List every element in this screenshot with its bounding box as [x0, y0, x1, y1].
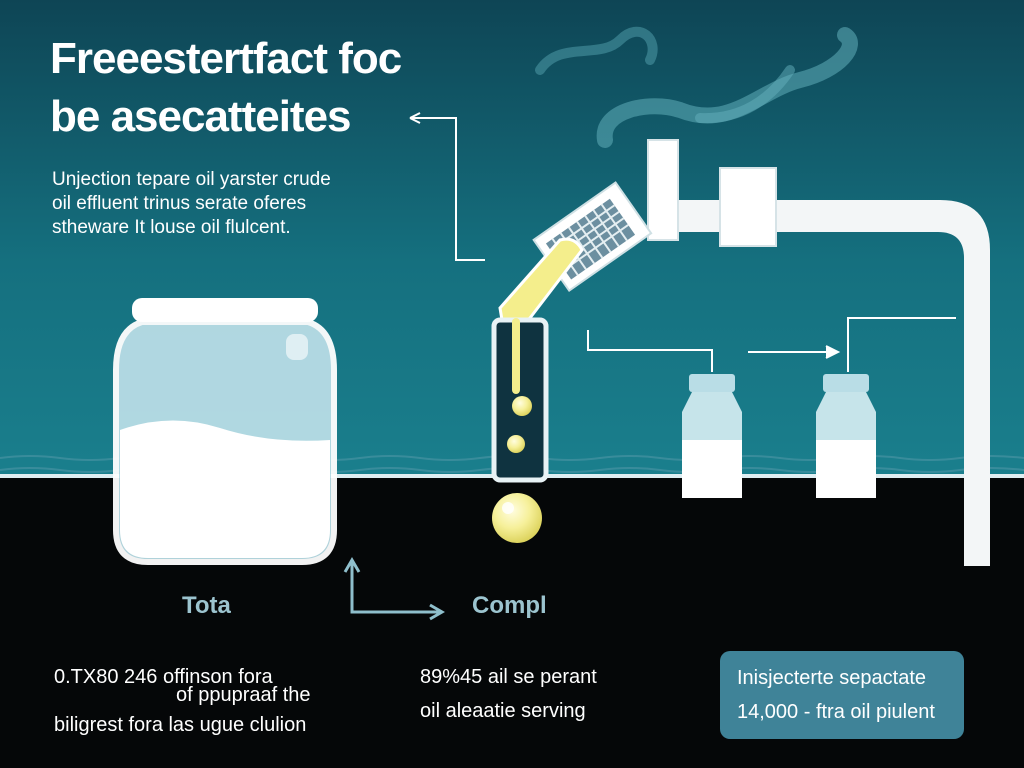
stat-left-line-1: 0.TX80 246 offinson fora [54, 666, 273, 688]
title-line-1: Freeestertfact foc [50, 34, 402, 83]
title-line-2: be asecatteites [50, 92, 352, 141]
oil-drop-icon [492, 493, 542, 543]
pipe-icon [647, 139, 990, 566]
highlight-line-2: 14,000 - ftra oil piulent [737, 701, 935, 723]
steam-icon [535, 26, 858, 148]
stat-left-line-2: of ppupraaf the [176, 684, 311, 706]
highlight-line-1: Inisjecterte sepactate [737, 667, 926, 689]
label-middle: Compl [472, 592, 547, 619]
description: Unjection tepare oil yarster crude oil e… [52, 168, 412, 240]
stat-middle: 89%45 ail se perant oil aleaatie serving [420, 662, 680, 726]
description-line-1: Unjection tepare oil yarster crude [52, 169, 331, 190]
stat-left-line-3: biligrest fora las ugue clulion [54, 714, 307, 736]
test-tube-icon [491, 317, 549, 483]
label-left: Tota [182, 592, 231, 619]
stat-middle-line-2: oil aleaatie serving [420, 700, 586, 722]
stat-left: 0.TX80 246 offinson fora of ppupraaf the… [54, 662, 384, 740]
bottle-icon-2 [816, 374, 876, 498]
highlight-box: Inisjecterte sepactate 14,000 - ftra oil… [720, 651, 964, 739]
highlight-text: Inisjecterte sepactate 14,000 - ftra oil… [737, 663, 967, 727]
page-title: Freeestertfact foc be asecatteites [50, 30, 570, 146]
description-line-3: stheware It louse oil flulcent. [52, 217, 291, 238]
arrow-icon [409, 112, 956, 372]
description-line-2: oil effluent trinus serate oferes [52, 193, 307, 214]
arrow-icon-bottom [343, 557, 445, 621]
jar-icon [113, 298, 337, 565]
bottle-icon [682, 374, 742, 498]
oil-drop-highlight [502, 502, 514, 514]
stat-middle-line-1: 89%45 ail se perant [420, 666, 597, 688]
